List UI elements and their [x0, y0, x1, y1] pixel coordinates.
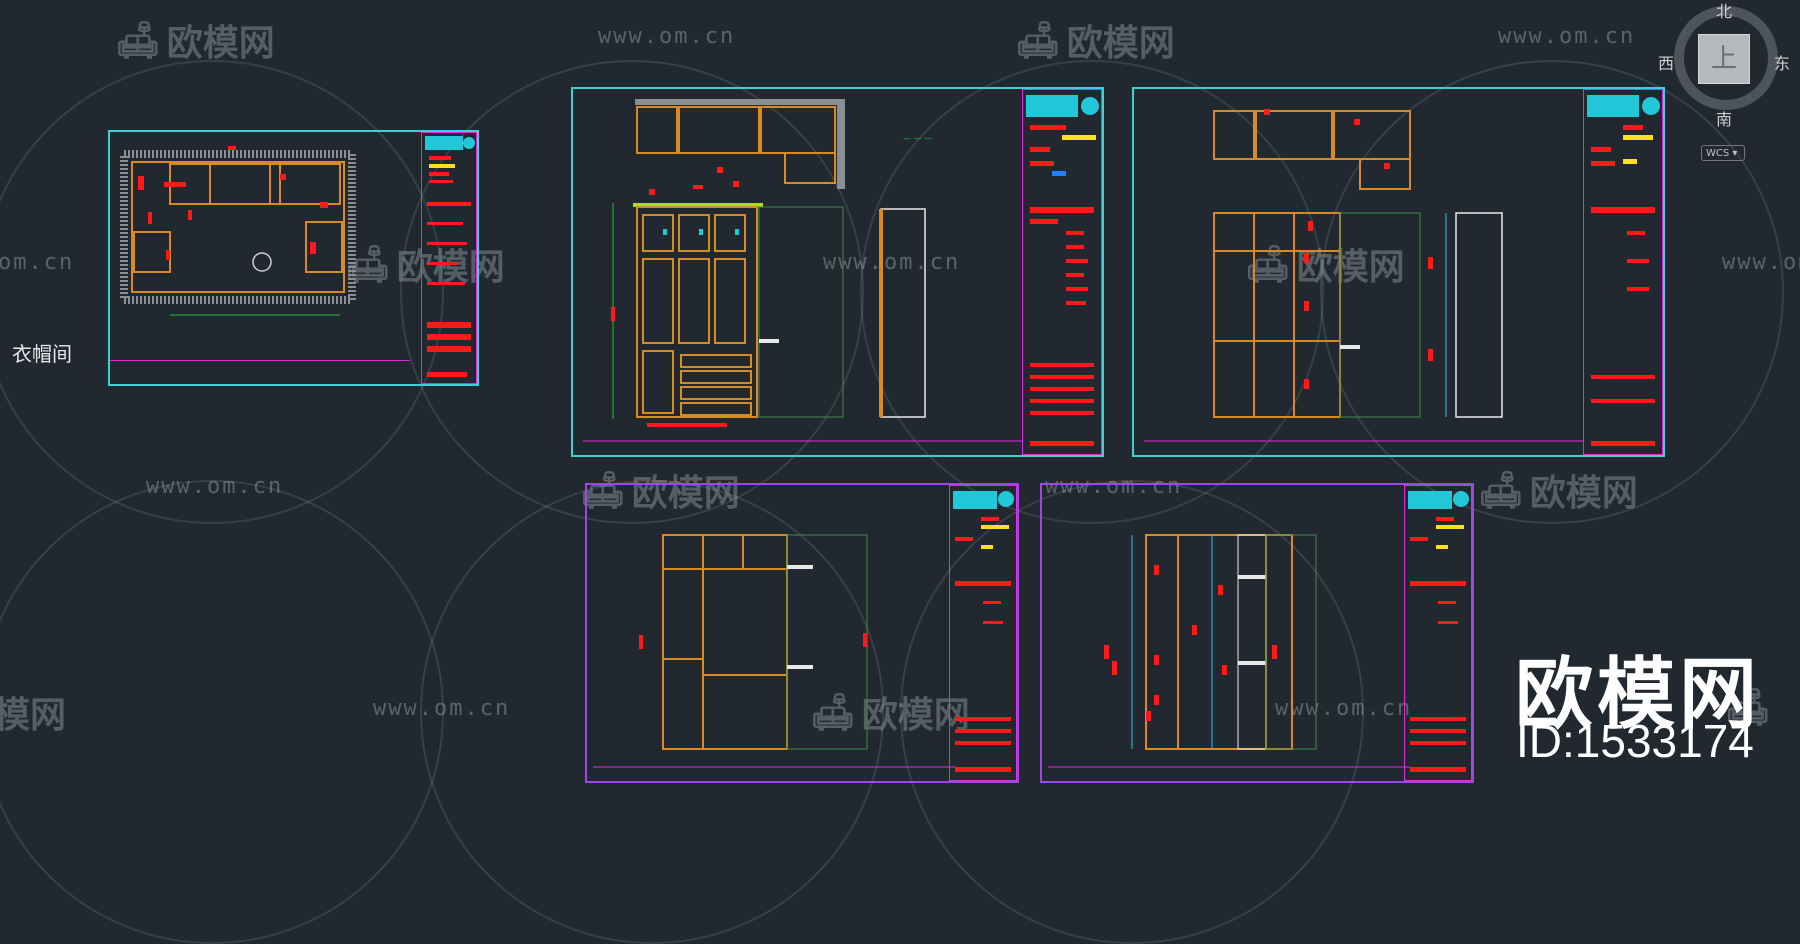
drawing-sheet-elevation-a[interactable]: — — —: [571, 87, 1104, 457]
watermark-logo: 🛋欧模网: [1245, 244, 1405, 288]
watermark-url: www.om.cn: [1722, 250, 1800, 275]
watermark-url: www.om.cn: [1498, 24, 1636, 49]
drawing-sheet-elevation-c[interactable]: [585, 483, 1019, 783]
compass-east[interactable]: 东: [1774, 54, 1791, 73]
watermark-url: www.om.cn: [373, 696, 511, 721]
brand-overlay-name: 欧模网: [1515, 650, 1762, 740]
watermark-url: www.om.cn: [598, 24, 736, 49]
svg-text:— — —: — — —: [903, 134, 932, 143]
viewcube-compass[interactable]: 上 北 南 西 东: [1658, 0, 1800, 130]
watermark-url: www.om.cn: [1275, 696, 1413, 721]
wcs-dropdown[interactable]: WCS ▾: [1701, 145, 1745, 161]
sofa-icon: 🛋: [810, 692, 856, 733]
watermark-logo: 🛋欧模网: [345, 244, 505, 288]
floor-plan-drawing: [110, 146, 410, 361]
title-block: [1022, 89, 1102, 455]
compass-ring[interactable]: [1674, 6, 1778, 110]
title-block: [1404, 485, 1472, 781]
compass-north[interactable]: 北: [1716, 2, 1733, 21]
compass-south[interactable]: 南: [1716, 110, 1733, 129]
watermark-logo: 🛋欧模网: [1478, 470, 1638, 514]
room-label: 衣帽间: [12, 342, 72, 366]
watermark-logo: 🛋欧模网: [115, 20, 275, 64]
wardrobe-elevation-drawing: — — —: [583, 99, 1023, 442]
viewcube-top-face[interactable]: 上: [1698, 34, 1750, 84]
watermark-url: om.cn: [0, 250, 75, 275]
sofa-icon: 🛋: [1725, 687, 1771, 728]
compass-west[interactable]: 西: [1658, 54, 1675, 73]
drawing-sheet-floor-plan[interactable]: [108, 130, 479, 386]
brand-overlay-id: ID:1533174: [1516, 715, 1754, 767]
watermark-logo: 模网: [0, 695, 67, 736]
sofa-icon: 🛋: [1015, 20, 1061, 61]
sofa-icon: 🛋: [1478, 470, 1524, 511]
title-block: [949, 485, 1017, 781]
wardrobe-elevation-drawing: [1144, 109, 1584, 442]
wardrobe-elevation-drawing: [593, 534, 955, 768]
wardrobe-elevation-drawing: [1048, 534, 1410, 768]
watermark-url: www.om.cn: [146, 474, 284, 499]
watermark-logo: 🛋: [1725, 686, 1771, 728]
watermark-logo: 🛋欧模网: [810, 692, 970, 736]
watermark-circle: [1320, 60, 1784, 524]
drawing-sheet-elevation-d[interactable]: [1040, 483, 1474, 783]
sofa-icon: 🛋: [580, 470, 626, 511]
title-block: [421, 132, 477, 384]
watermark-url: www.om.cn: [823, 250, 961, 275]
drawing-sheet-elevation-b[interactable]: [1132, 87, 1665, 457]
sofa-icon: 🛋: [115, 20, 161, 61]
watermark-url: www.om.cn: [1045, 474, 1183, 499]
watermark-logo: 🛋欧模网: [580, 470, 740, 514]
title-block: [1583, 89, 1663, 455]
watermark-logo: 🛋欧模网: [1015, 20, 1175, 64]
